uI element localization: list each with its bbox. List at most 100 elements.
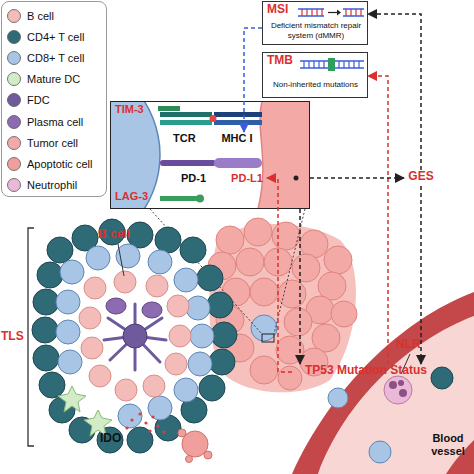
b-cell [115,379,137,401]
legend-text: FDC [27,94,50,106]
b-cell [146,275,168,297]
legend-swatch-frame [6,8,22,24]
cd8-t-cell [116,244,140,268]
tumor-cell [264,248,292,276]
pd1-receptor [160,160,216,166]
ido-dot [138,412,141,415]
neutrophil-lobe [398,380,404,386]
legend-row: Mature DC [6,69,106,90]
legend-text: Plasma cell [27,116,83,128]
fdc-dendrites [104,304,166,370]
biomarker-label: GES [404,170,438,186]
legend-row: FDC [6,90,106,111]
legend-row: Plasma cell [6,111,106,132]
ratio-label: NLR [396,338,421,352]
legend-swatch [8,94,21,107]
cd8-t-cell [251,315,277,341]
mhc-chain [214,120,262,125]
legend-swatch-frame [6,50,22,66]
tumor-cell [324,246,352,274]
dashed-connector [420,186,422,364]
antigen [210,115,217,122]
tumor-cell [292,254,320,282]
dashed-connector [267,178,292,372]
apoptotic-bleb [204,451,212,459]
node-text: MSI [267,3,288,17]
cd8-t-cell [190,324,214,348]
lag3-receptor [160,196,198,201]
legend-text: CD4+ T cell [27,31,84,43]
node-text: TIM-3 [115,103,144,116]
leader-line [118,244,124,276]
fdc-cell [123,324,147,348]
legend-row: CD4+ T cell [6,26,106,47]
tumor-cell [244,218,272,246]
ido-dot [148,429,151,432]
tumor-cell [216,226,244,254]
legend-swatch [8,115,21,128]
legend-text: Apoptotic cell [27,158,92,170]
cd8-t-cell [188,352,212,376]
legend-text: CD8+ T cell [27,52,84,64]
b-cell [114,271,136,293]
node-text: TCR [173,132,196,145]
biomarker-label: TP53 Mutation Status [292,364,440,380]
anchor-dot [294,176,299,181]
zoom-marker [262,334,274,342]
apoptotic-bleb [178,429,186,437]
dashed-connector [299,209,301,364]
cd4-t-cell [199,375,225,401]
tumor-cell [278,280,306,308]
inset-art [110,101,310,209]
cd4-t-cell [431,367,453,389]
dna-rungs [302,9,322,16]
node-text: TP53 Mutation Status [292,364,440,378]
node-text: Non-inherited mutations [264,80,367,90]
b-cell [79,307,101,329]
vessel-lumen [318,316,474,474]
enzyme-label: IDO [100,432,121,446]
cd4-t-cell [47,237,73,263]
cd4-t-cell [211,322,237,348]
cell-label: B cell [98,228,130,242]
legend-text: B cell [27,10,54,22]
legend-text: Mature DC [27,73,80,85]
dashed-connector [310,177,404,179]
cd4-t-cell [32,317,58,343]
cd8-t-cell [86,246,110,270]
cd8-t-cell [60,260,84,284]
cd4-t-cell [33,289,59,315]
dashed-connector [368,14,421,170]
legend-row: CD8+ T cell [6,47,106,68]
node-text: GES [404,170,438,184]
legend-text: Neutrophil [27,179,77,191]
node-text: LAG-3 [115,190,148,203]
cd8-t-cell [174,268,198,292]
legend-swatch-frame [6,29,22,45]
neutrophil-lobe [389,381,397,389]
lag3-head [196,195,204,203]
apoptotic-bleb [186,456,193,463]
dashed-connector [244,28,262,132]
tim3-receptor [158,106,180,111]
cd4-t-cell [207,292,233,318]
plasma-cell [142,302,162,318]
cd8-t-cell [174,378,198,402]
legend-row: Neutrophil [6,175,106,196]
ido-dot [125,426,128,429]
legend-swatch [8,136,21,149]
cd4-t-cell [39,372,65,398]
mutation-mark [328,58,335,71]
legend-swatch-frame [6,177,22,193]
node-text: PD-L1 [227,172,267,185]
legend-swatch-frame [6,156,22,172]
legend-row: Tumor cell [6,132,106,153]
mhc-chain [214,112,262,117]
legend-swatch [8,9,21,22]
dna-arrow [328,12,337,13]
cd4-t-cell [37,262,63,288]
b-cell [89,365,111,387]
vessel-label: Blood vessel [424,432,472,457]
